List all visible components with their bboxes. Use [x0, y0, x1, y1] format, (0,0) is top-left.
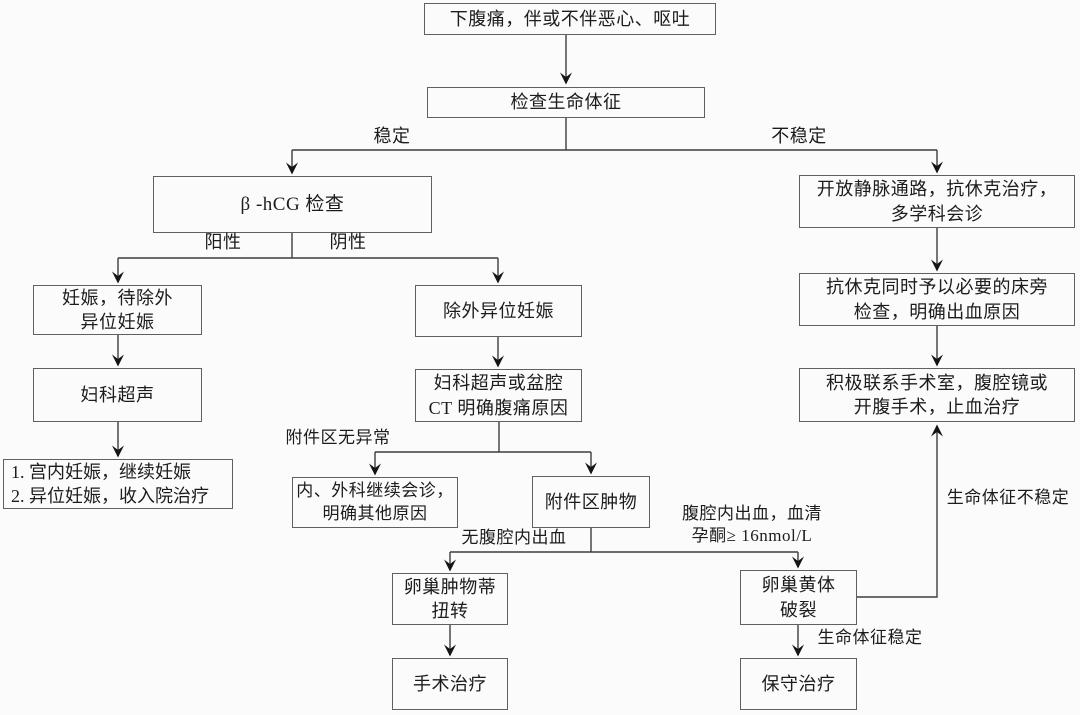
node-adnexal-mass: 附件区肿物: [532, 476, 650, 528]
edge-label-vitals-stable: 生命体征稳定: [817, 628, 923, 647]
node-ultrasound-results: 1. 宫内妊娠，继续妊娠 2. 异位妊娠，收入院治疗: [3, 459, 233, 509]
node-contact-operating-room: 积极联系手术室，腹腔镜或 开腹手术，止血治疗: [799, 368, 1075, 422]
node-lower-abdominal-pain: 下腹痛，伴或不伴恶心、呕吐: [424, 3, 716, 35]
edge-label-positive: 阳性: [204, 232, 242, 252]
node-ovarian-mass-torsion: 卵巢肿物蒂 扭转: [392, 573, 508, 625]
edge-label-no-hemoperitoneum: 无腹腔内出血: [461, 528, 567, 547]
edge-label-vitals-unstable: 生命体征不稳定: [946, 488, 1070, 507]
node-corpus-luteum-rupture: 卵巢黄体 破裂: [740, 570, 857, 625]
node-pregnancy-rule-out-ectopic: 妊娠，待除外 异位妊娠: [33, 285, 202, 335]
edge-label-stable: 稳定: [373, 126, 411, 146]
node-gynecologic-ultrasound: 妇科超声: [33, 368, 202, 422]
node-exclude-ectopic-pregnancy: 除外异位妊娠: [415, 285, 582, 337]
edge-label-hemoperitoneum-progesterone: 腹腔内出血，血清 孕酮≥ 16nmol/L: [682, 504, 822, 546]
edge-label-adnexa-normal: 附件区无异常: [285, 428, 391, 447]
node-surgical-treatment: 手术治疗: [392, 658, 508, 710]
node-check-vital-signs: 检查生命体征: [427, 87, 705, 118]
node-ultrasound-or-pelvic-ct: 妇科超声或盆腔 CT 明确腹痛原因: [415, 369, 582, 422]
edge-label-unstable: 不稳定: [771, 126, 827, 146]
node-iv-access-anti-shock: 开放静脉通路，抗休克治疗， 多学科会诊: [799, 175, 1075, 228]
node-conservative-treatment: 保守治疗: [740, 658, 857, 710]
node-bhcg-test: β -hCG 检查: [153, 176, 432, 233]
node-medical-surgical-consult: 内、外科继续会诊， 明确其他原因: [292, 477, 458, 528]
edge-label-negative: 阴性: [329, 232, 367, 252]
node-bedside-exam-bleeding-cause: 抗休克同时予以必要的床旁 检查，明确出血原因: [799, 273, 1075, 326]
